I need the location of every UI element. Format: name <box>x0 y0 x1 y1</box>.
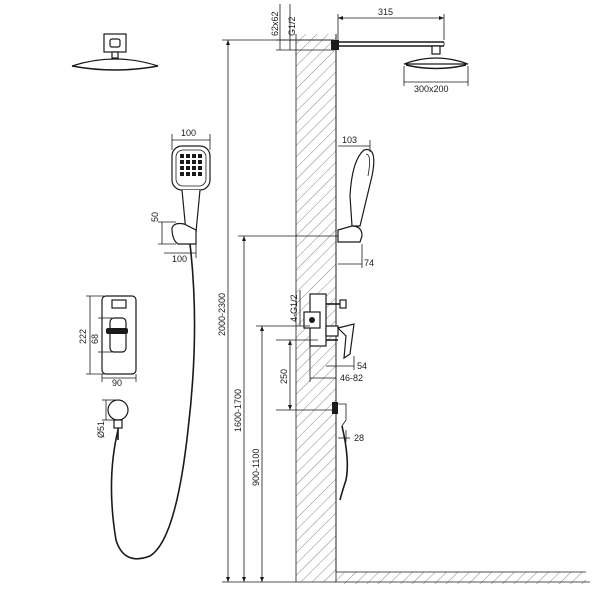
label-handle-height: 68 <box>90 334 100 344</box>
label-mixer-height: 900-1100 <box>251 449 261 486</box>
overhead-shower-front <box>71 33 159 71</box>
label-body-depth: 46-82 <box>340 373 363 383</box>
dim-plate-height: 222 <box>78 295 104 375</box>
dim-outlet-spacing: 250 <box>276 339 334 411</box>
label-head-nipple: 62x62 <box>270 11 280 36</box>
dim-mixer-height: 900-1100 <box>251 325 276 582</box>
dim-outlet-projection: 28 <box>338 430 364 443</box>
dim-total-height: 2000-2300 <box>217 39 334 583</box>
wall-section <box>295 34 590 584</box>
label-plate-height: 222 <box>78 329 88 344</box>
label-handshower-width: 100 <box>181 128 196 138</box>
label-mixer-threads: 4-G1/2 <box>289 294 299 322</box>
label-handshower-offset: 103 <box>342 135 357 145</box>
wall-outlet-side <box>332 402 349 501</box>
dim-head-size: 300x200 <box>403 66 469 94</box>
dim-holder-width: 100 <box>164 244 197 264</box>
label-total-height: 2000-2300 <box>217 293 227 336</box>
trim-plate-front <box>101 295 137 375</box>
dim-holder-mount-height: 1600-1700 <box>233 235 338 582</box>
label-outlet-diameter: Ø51 <box>96 421 106 438</box>
label-plate-width: 90 <box>112 378 122 388</box>
label-head-thread: G1/2 <box>287 16 297 36</box>
label-head-size: 300x200 <box>414 84 449 94</box>
hand-shower-side <box>337 148 375 243</box>
dim-plate-width: 90 <box>101 374 137 388</box>
label-arm-length: 315 <box>378 7 393 17</box>
dim-arm-length: 315 <box>337 7 445 40</box>
label-outlet-projection: 28 <box>354 433 364 443</box>
label-holder-projection: 74 <box>364 258 374 268</box>
dim-holder-height: 50 <box>150 212 176 245</box>
label-outlet-spacing: 250 <box>279 369 289 384</box>
hand-shower-front <box>110 145 211 560</box>
overhead-shower-side <box>331 40 469 70</box>
dim-handshower-width: 100 <box>171 128 211 150</box>
dim-handle-height: 68 <box>90 317 112 353</box>
dim-handshower-offset: 103 <box>338 135 371 152</box>
label-handle-projection: 54 <box>357 361 367 371</box>
mixer-side <box>303 293 355 360</box>
dim-handle-projection: 54 <box>326 356 367 371</box>
label-holder-height: 50 <box>150 212 160 222</box>
wall-outlet-front <box>107 399 129 440</box>
dim-mixer-threads: 4-G1/2 <box>276 290 310 327</box>
dim-body-depth: 46-82 <box>309 346 363 383</box>
label-holder-mount-height: 1600-1700 <box>233 389 243 432</box>
label-holder-width: 100 <box>172 254 187 264</box>
dim-holder-projection: 74 <box>338 244 374 268</box>
dim-outlet-diameter: Ø51 <box>96 399 116 438</box>
